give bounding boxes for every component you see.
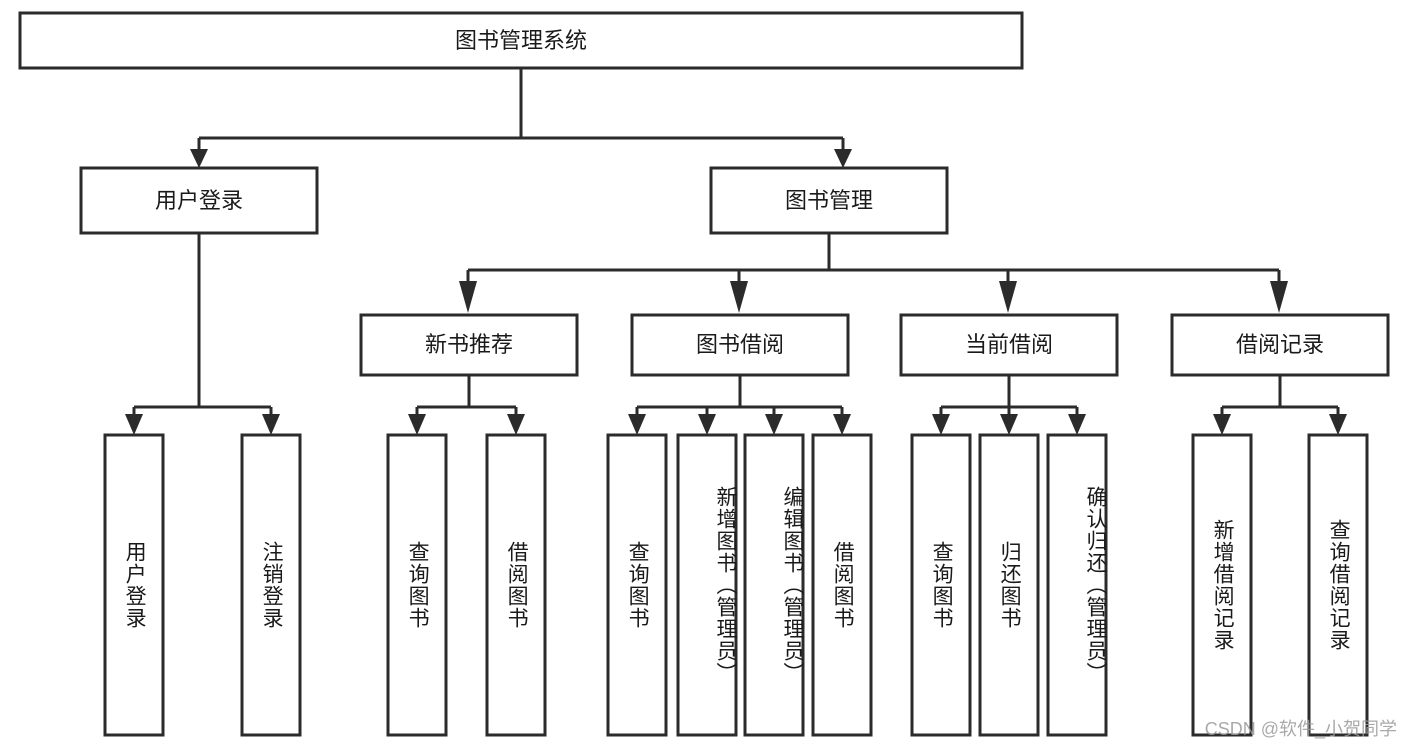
arrow-head-icon [408,414,426,435]
node-root-box[interactable] [18,11,1024,70]
node-root-label: 图书管理系统 [455,28,587,53]
arrow-head-icon [262,414,280,435]
arrow-head-icon [730,281,748,313]
arrow-head-icon [765,414,783,435]
arrow-head-icon [628,414,646,435]
node-user-login-label: 用户登录 [155,188,243,213]
arrow-head-icon [834,149,852,168]
node-current-borrow-label: 当前借阅 [965,332,1053,357]
node-book-borrow-label: 图书借阅 [696,332,784,357]
node-new-book-rec-box[interactable] [359,313,579,377]
node-new-book-rec-label: 新书推荐 [425,332,513,357]
node-user-login-box[interactable] [79,166,319,235]
leaf-box-book-borrow-2[interactable] [743,433,805,737]
leaf-box-current-borrow-2[interactable] [1046,433,1108,737]
arrow-head-icon [190,149,208,168]
node-borrow-record[interactable]: 借阅记录 [1170,313,1390,377]
arrow-head-icon [459,281,477,313]
leaf-box-user-login-1[interactable] [240,433,302,737]
connector-book-borrow-to-leaves [628,375,851,435]
arrow-head-icon [1213,414,1231,435]
arrow-head-icon [1000,414,1018,435]
node-root[interactable]: 图书管理系统 [18,11,1024,70]
node-current-borrow[interactable]: 当前借阅 [899,313,1119,377]
leaf-box-new-book-rec-1[interactable] [485,433,547,737]
arrow-head-icon [1270,281,1288,313]
arrow-head-icon [833,414,851,435]
node-current-borrow-box[interactable] [899,313,1119,377]
arrow-head-icon [507,414,525,435]
connector-current-borrow-to-leaves [932,375,1086,435]
arrow-head-icon [698,414,716,435]
leaf-box-current-borrow-1[interactable] [978,433,1040,737]
leaf-box-borrow-record-0[interactable] [1191,433,1253,737]
arrow-head-icon [1329,414,1347,435]
leaf-box-current-borrow-0[interactable] [910,433,972,737]
arrow-head-icon [125,414,143,435]
leaf-box-new-book-rec-0[interactable] [386,433,448,737]
arrow-head-icon [999,281,1017,313]
node-borrow-record-label: 借阅记录 [1236,332,1324,357]
connector-user-login-to-leaves [125,233,280,435]
node-book-manage-label: 图书管理 [785,188,873,213]
arrow-head-icon [932,414,950,435]
connector-new-book-rec-to-leaves [408,375,525,435]
connector-borrow-record-to-leaves [1213,375,1347,435]
node-book-manage[interactable]: 图书管理 [709,166,949,235]
leaf-box-book-borrow-0[interactable] [606,433,668,737]
csdn-watermark: CSDN @软件_小贺同学 [1204,719,1397,739]
leaf-box-book-borrow-1[interactable] [676,433,738,737]
node-book-borrow[interactable]: 图书借阅 [630,313,850,377]
leaf-box-user-login-0[interactable] [103,433,165,737]
connector-book-manage-to-level2 [459,233,1288,313]
connector-root-to-level1 [190,68,852,168]
node-user-login[interactable]: 用户登录 [79,166,319,235]
node-new-book-rec[interactable]: 新书推荐 [359,313,579,377]
arrow-head-icon [1068,414,1086,435]
leaf-box-book-borrow-3[interactable] [811,433,873,737]
leaf-box-borrow-record-1[interactable] [1307,433,1369,737]
